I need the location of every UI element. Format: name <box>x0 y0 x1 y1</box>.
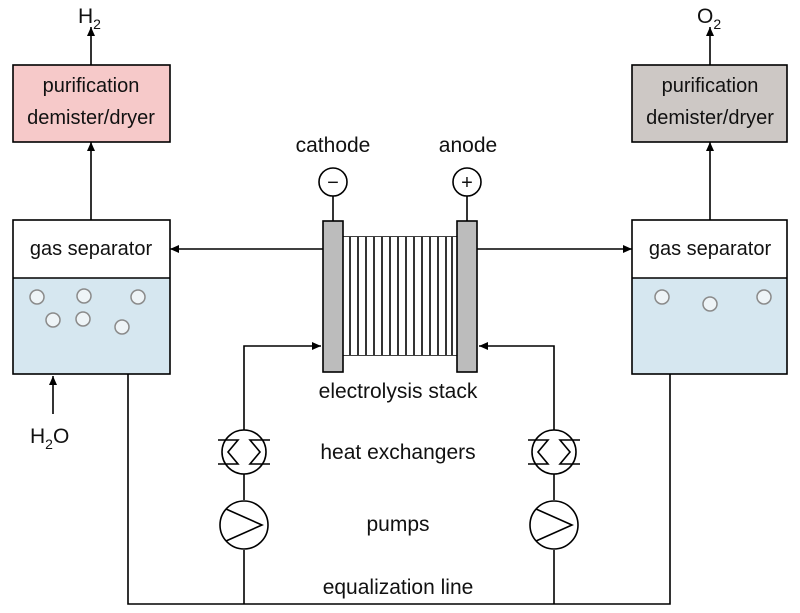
right-heat-exchanger-icon <box>528 429 580 475</box>
bubble-icon <box>756 289 772 305</box>
cathode-symbol: − <box>327 172 339 194</box>
stack-cells <box>343 236 457 356</box>
left-heat-exchanger-icon <box>218 429 270 475</box>
right-separator-box <box>631 219 788 375</box>
left-purifier-line1: purification <box>43 75 140 97</box>
bubble-icon <box>654 289 670 305</box>
anode-symbol: + <box>461 172 473 194</box>
anode-label: anode <box>439 134 497 157</box>
right-return-pipe-upper <box>479 342 555 430</box>
right-bubbles <box>654 289 772 312</box>
right-output-label: O2 <box>697 5 721 32</box>
left-bubbles <box>29 288 146 335</box>
right-purifier-box <box>631 64 788 143</box>
bubble-icon <box>75 311 91 327</box>
equalization-line-label: equalization line <box>323 576 474 599</box>
cathode-label: cathode <box>296 134 371 157</box>
left-output-label: H2 <box>78 5 101 32</box>
cathode-end-plate <box>322 220 344 373</box>
bubble-icon <box>130 289 146 305</box>
equalization-line <box>127 374 671 605</box>
pumps-label: pumps <box>366 513 429 536</box>
bubble-icon <box>29 289 45 305</box>
left-separator-box <box>12 219 171 375</box>
bubble-icon <box>76 288 92 304</box>
right-separator-label: gas separator <box>649 238 772 260</box>
anode-end-plate <box>456 220 478 373</box>
bubble-icon <box>702 296 718 312</box>
left-return-pipe-upper <box>243 342 321 430</box>
left-input-label: H2O <box>30 425 69 452</box>
right-purifier-line2: demister/dryer <box>646 107 774 129</box>
left-separator-label: gas separator <box>30 238 153 260</box>
heat-exchangers-label: heat exchangers <box>320 441 475 464</box>
bubble-icon <box>45 312 61 328</box>
left-pump-icon <box>219 500 269 550</box>
right-purifier-line1: purification <box>662 75 759 97</box>
right-pump-icon <box>529 500 579 550</box>
bubble-icon <box>114 319 130 335</box>
left-purifier-line2: demister/dryer <box>27 107 155 129</box>
stack-name: electrolysis stack <box>319 380 478 403</box>
